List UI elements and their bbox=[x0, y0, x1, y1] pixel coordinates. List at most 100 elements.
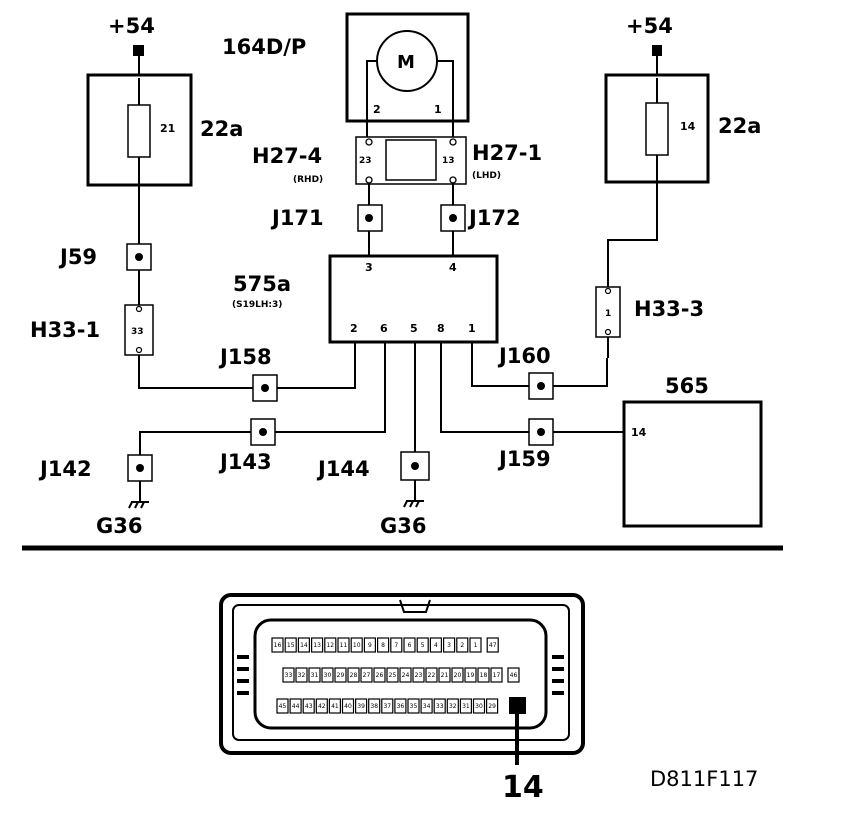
plug-pin bbox=[284, 637, 297, 653]
connector-h27-1-pin: 13 bbox=[442, 156, 455, 166]
plug-pin bbox=[399, 667, 412, 683]
plug-pin-number: 1 bbox=[474, 642, 478, 649]
ecu-bottom-pin-6: 6 bbox=[380, 322, 388, 335]
plug-pin bbox=[289, 698, 302, 714]
connector-h33-3-label: H33-3 bbox=[634, 297, 704, 321]
plug-pin bbox=[416, 637, 429, 653]
fuse-right-label: 22a bbox=[718, 114, 761, 138]
plug-pin bbox=[295, 667, 308, 683]
plug-pin-number: 13 bbox=[313, 642, 321, 649]
ecu-top-pin-4: 4 bbox=[449, 261, 457, 274]
plug-pin bbox=[321, 667, 334, 683]
plug-pin bbox=[363, 637, 376, 653]
plug-pin bbox=[390, 637, 403, 653]
supply-right-label: +54 bbox=[626, 14, 673, 38]
plug-pin-number: 47 bbox=[489, 642, 497, 649]
plug-pin bbox=[315, 698, 328, 714]
plug-pin bbox=[490, 667, 503, 683]
plug-pin bbox=[433, 698, 446, 714]
junction-j59-label: J59 bbox=[58, 245, 97, 269]
plug-pin-number: 33 bbox=[285, 672, 293, 679]
plug-pin-number: 4 bbox=[434, 642, 438, 649]
plug-pin-number: 25 bbox=[389, 672, 397, 679]
motor-pin-right: 1 bbox=[434, 103, 442, 116]
plug-pin-number: 46 bbox=[510, 672, 518, 679]
plug-pin bbox=[337, 637, 350, 653]
plug-pin-number: 38 bbox=[370, 703, 378, 710]
plug-pin-number: 36 bbox=[397, 703, 405, 710]
fuse-left-label: 22a bbox=[200, 117, 243, 141]
plug-pin-number: 18 bbox=[480, 672, 488, 679]
junction-j158 bbox=[252, 374, 278, 402]
plug-pin bbox=[486, 698, 499, 714]
plug-pin-number: 20 bbox=[454, 672, 462, 679]
plug-pin-number: 10 bbox=[353, 642, 361, 649]
plug-pin-number: 32 bbox=[449, 703, 457, 710]
plug-pin bbox=[412, 667, 425, 683]
wire-h33-1-j158 bbox=[138, 355, 253, 389]
junction-j172-label: J172 bbox=[467, 206, 521, 230]
plug-pin bbox=[477, 667, 490, 683]
plug-pin bbox=[507, 667, 520, 683]
plug-pin-number: 12 bbox=[326, 642, 334, 649]
plug-pin bbox=[302, 698, 315, 714]
plug-pin bbox=[271, 637, 284, 653]
plug-pin bbox=[276, 698, 289, 714]
plug-pin-number: 26 bbox=[376, 672, 384, 679]
plug-pin-number: 8 bbox=[381, 642, 385, 649]
plug-pin-number: 23 bbox=[415, 672, 423, 679]
plug-pin-number: 7 bbox=[394, 642, 398, 649]
plug-pin-number: 30 bbox=[475, 703, 483, 710]
connector-h33-3-pin: 1 bbox=[605, 309, 611, 319]
plug-pin bbox=[394, 698, 407, 714]
ecu-bottom-pin-8: 8 bbox=[437, 322, 445, 335]
connector-h27-4-pin: 23 bbox=[359, 156, 372, 166]
junction-j158-label: J158 bbox=[218, 345, 272, 369]
plug-pin-number: 21 bbox=[441, 672, 449, 679]
ecu-bottom-pin-5: 5 bbox=[410, 322, 418, 335]
ground-left-label: G36 bbox=[96, 514, 142, 538]
plug-pin-number: 15 bbox=[287, 642, 295, 649]
plug-pin-number: 45 bbox=[279, 703, 287, 710]
plug-pin bbox=[407, 698, 420, 714]
junction-j144-label: J144 bbox=[316, 457, 370, 481]
motor-symbol-text: M bbox=[397, 52, 415, 73]
plug-pin-number: 24 bbox=[402, 672, 410, 679]
connector-h33-1-pin: 33 bbox=[131, 327, 144, 337]
module-565 bbox=[622, 400, 763, 528]
module-565-label: 565 bbox=[665, 374, 709, 398]
plug-pin-number: 19 bbox=[467, 672, 475, 679]
connector-h27-1-sub: (LHD) bbox=[472, 171, 501, 181]
wire-ecu1-j160 bbox=[471, 342, 529, 387]
plug-pin-number: 34 bbox=[423, 703, 431, 710]
plug-pin bbox=[328, 698, 341, 714]
plug-pin-number: 29 bbox=[488, 703, 496, 710]
connector-h27-4-sub: (RHD) bbox=[293, 175, 323, 185]
plug-pin-number: 32 bbox=[298, 672, 306, 679]
connector-h33-3 bbox=[595, 286, 621, 338]
plug-pin-number: 43 bbox=[305, 703, 313, 710]
plug-pin bbox=[403, 637, 416, 653]
fuse-left-pin: 21 bbox=[160, 122, 175, 135]
plug-pin-number: 27 bbox=[363, 672, 371, 679]
plug-pin-highlighted bbox=[509, 697, 526, 714]
ecu-label: 575a bbox=[233, 272, 291, 296]
supply-left-label: +54 bbox=[108, 14, 155, 38]
plug-pin bbox=[386, 667, 399, 683]
plug-pin bbox=[334, 667, 347, 683]
plug-pin bbox=[381, 698, 394, 714]
wire-ecu8-j159 bbox=[440, 342, 529, 433]
plug-pin-number: 6 bbox=[408, 642, 412, 649]
fuse-left-element bbox=[127, 104, 151, 158]
plug-pin bbox=[469, 637, 482, 653]
plug-pin bbox=[420, 698, 433, 714]
plug-pin bbox=[368, 698, 381, 714]
plug-pin bbox=[459, 698, 472, 714]
plug-pin bbox=[451, 667, 464, 683]
plug-pin-label: 14 bbox=[502, 770, 544, 805]
plug-pin bbox=[341, 698, 355, 714]
plug-pin bbox=[486, 637, 499, 653]
plug-pin bbox=[308, 667, 321, 683]
plug-pin-number: 9 bbox=[368, 642, 372, 649]
